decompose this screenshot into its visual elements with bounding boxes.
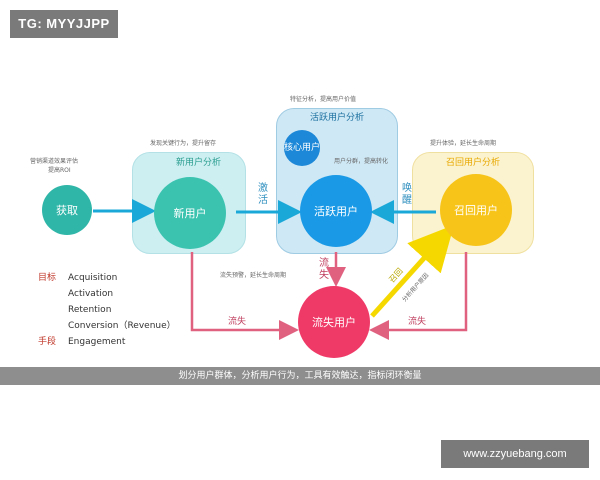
means-row: 手段 Engagement <box>38 334 176 350</box>
new-user-note: 发现关键行为，提升留存 <box>150 140 217 147</box>
goal-item: Conversion（Revenue） <box>68 321 176 331</box>
acquire-note-roi: 提高ROI <box>48 167 71 174</box>
acquire-node: 获取 <box>42 185 92 235</box>
churn-warning-note: 流失预警，延长生命周期 <box>220 272 287 279</box>
arrow-churn-left <box>190 252 299 340</box>
goal-item: Retention <box>68 305 112 315</box>
recall-user-node: 召回用户 <box>440 174 512 246</box>
activate-label: 激活 <box>258 183 268 206</box>
watermark-label: www.zzyuebang.com <box>441 440 589 468</box>
recall-user-panel-title: 召回用户分析 <box>446 158 501 168</box>
churn-left-label: 流失 <box>228 317 247 327</box>
arrow-churn-right <box>369 252 468 340</box>
active-user-node: 活跃用户 <box>300 175 372 247</box>
goal-item: Activation <box>68 289 114 299</box>
means-key: 手段 <box>38 337 57 347</box>
core-user-node: 核心用户 <box>284 130 320 166</box>
summary-banner: 划分用户群体，分析用户行为，工具有效触达，指标闭环衡量 <box>0 367 600 385</box>
awaken-label: 唤醒 <box>402 183 412 206</box>
means-item: Engagement <box>68 337 126 347</box>
recall-user-note: 提升体验，延长生命周期 <box>430 140 497 147</box>
goals-block: 目标 Acquisition Activation Retention Conve… <box>38 270 176 350</box>
active-user-note: 特征分析，提高用户价值 <box>290 96 357 103</box>
goal-item: Acquisition <box>68 273 118 283</box>
churn-user-node: 流失用户 <box>298 286 370 358</box>
churn-right-label: 流失 <box>408 317 427 327</box>
acquire-note: 营销渠道效果评估 <box>30 158 79 165</box>
tag-label: TG: MYYJJPP <box>10 10 118 38</box>
new-user-panel-title: 新用户分析 <box>176 158 222 168</box>
arrow-recall <box>370 224 455 318</box>
core-user-note: 用户分群，提高转化 <box>334 158 389 165</box>
goal-key: 目标 <box>38 273 57 283</box>
churn-center-label: 流失 <box>319 258 329 281</box>
new-user-node: 新用户 <box>154 177 226 249</box>
active-user-panel-title: 活跃用户分析 <box>310 113 365 123</box>
goal-row-1: 目标 Acquisition <box>38 270 176 286</box>
